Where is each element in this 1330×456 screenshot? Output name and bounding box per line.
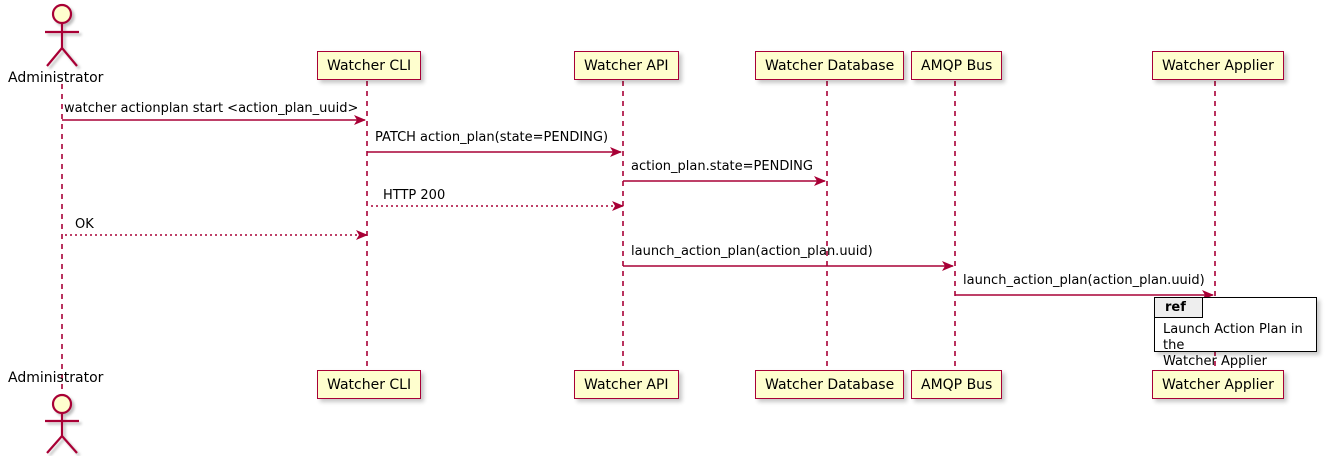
actor-administrator-bottom [45, 393, 79, 454]
message-label-7: launch_action_plan(action_plan.uuid) [963, 273, 1205, 288]
participant-box-watcher-database-top[interactable]: Watcher Database [755, 51, 905, 80]
message-label-2: PATCH action_plan(state=PENDING) [375, 130, 609, 145]
participant-box-watcher-cli-top[interactable]: Watcher CLI [317, 51, 422, 80]
message-label-3: action_plan.state=PENDING [631, 159, 813, 174]
ref-fragment-launch-action-plan[interactable]: ref Launch Action Plan in the Watcher Ap… [1154, 297, 1317, 369]
participant-label: Watcher Database [765, 57, 895, 74]
actor-label-administrator-bottom: Administrator [8, 370, 104, 386]
participant-label: Watcher Database [765, 376, 895, 393]
participant-box-watcher-database-bottom[interactable]: Watcher Database [755, 370, 905, 399]
participant-box-watcher-api-top[interactable]: Watcher API [574, 51, 679, 80]
ref-fragment-body-text: Launch Action Plan in the Watcher Applie… [1163, 322, 1303, 369]
participant-label: Watcher Applier [1162, 376, 1274, 393]
message-label-6: launch_action_plan(action_plan.uuid) [631, 244, 873, 259]
participant-box-watcher-api-bottom[interactable]: Watcher API [574, 370, 679, 399]
ref-fragment-tab-label: ref [1155, 298, 1203, 318]
participant-box-watcher-applier-top[interactable]: Watcher Applier [1152, 51, 1284, 80]
participant-label: Watcher CLI [327, 376, 412, 393]
participant-box-watcher-applier-bottom[interactable]: Watcher Applier [1152, 370, 1284, 399]
message-label-4: HTTP 200 [383, 188, 446, 203]
message-label-1: watcher actionplan start <action_plan_uu… [64, 101, 359, 116]
participant-label: Watcher API [584, 376, 669, 393]
participant-box-amqp-bus-top[interactable]: AMQP Bus [911, 51, 1003, 80]
message-label-5: OK [75, 217, 94, 232]
participant-label: AMQP Bus [921, 57, 993, 74]
participant-box-amqp-bus-bottom[interactable]: AMQP Bus [911, 370, 1003, 399]
participant-label: Watcher API [584, 57, 669, 74]
actor-administrator-top [45, 3, 79, 67]
participant-box-watcher-cli-bottom[interactable]: Watcher CLI [317, 370, 422, 399]
participant-label: AMQP Bus [921, 376, 993, 393]
lifelines [61, 81, 1216, 398]
participant-label: Watcher CLI [327, 57, 412, 74]
message-arrows [62, 115, 1214, 300]
participant-label: Watcher Applier [1162, 57, 1274, 74]
actor-label-administrator-top: Administrator [8, 70, 104, 86]
